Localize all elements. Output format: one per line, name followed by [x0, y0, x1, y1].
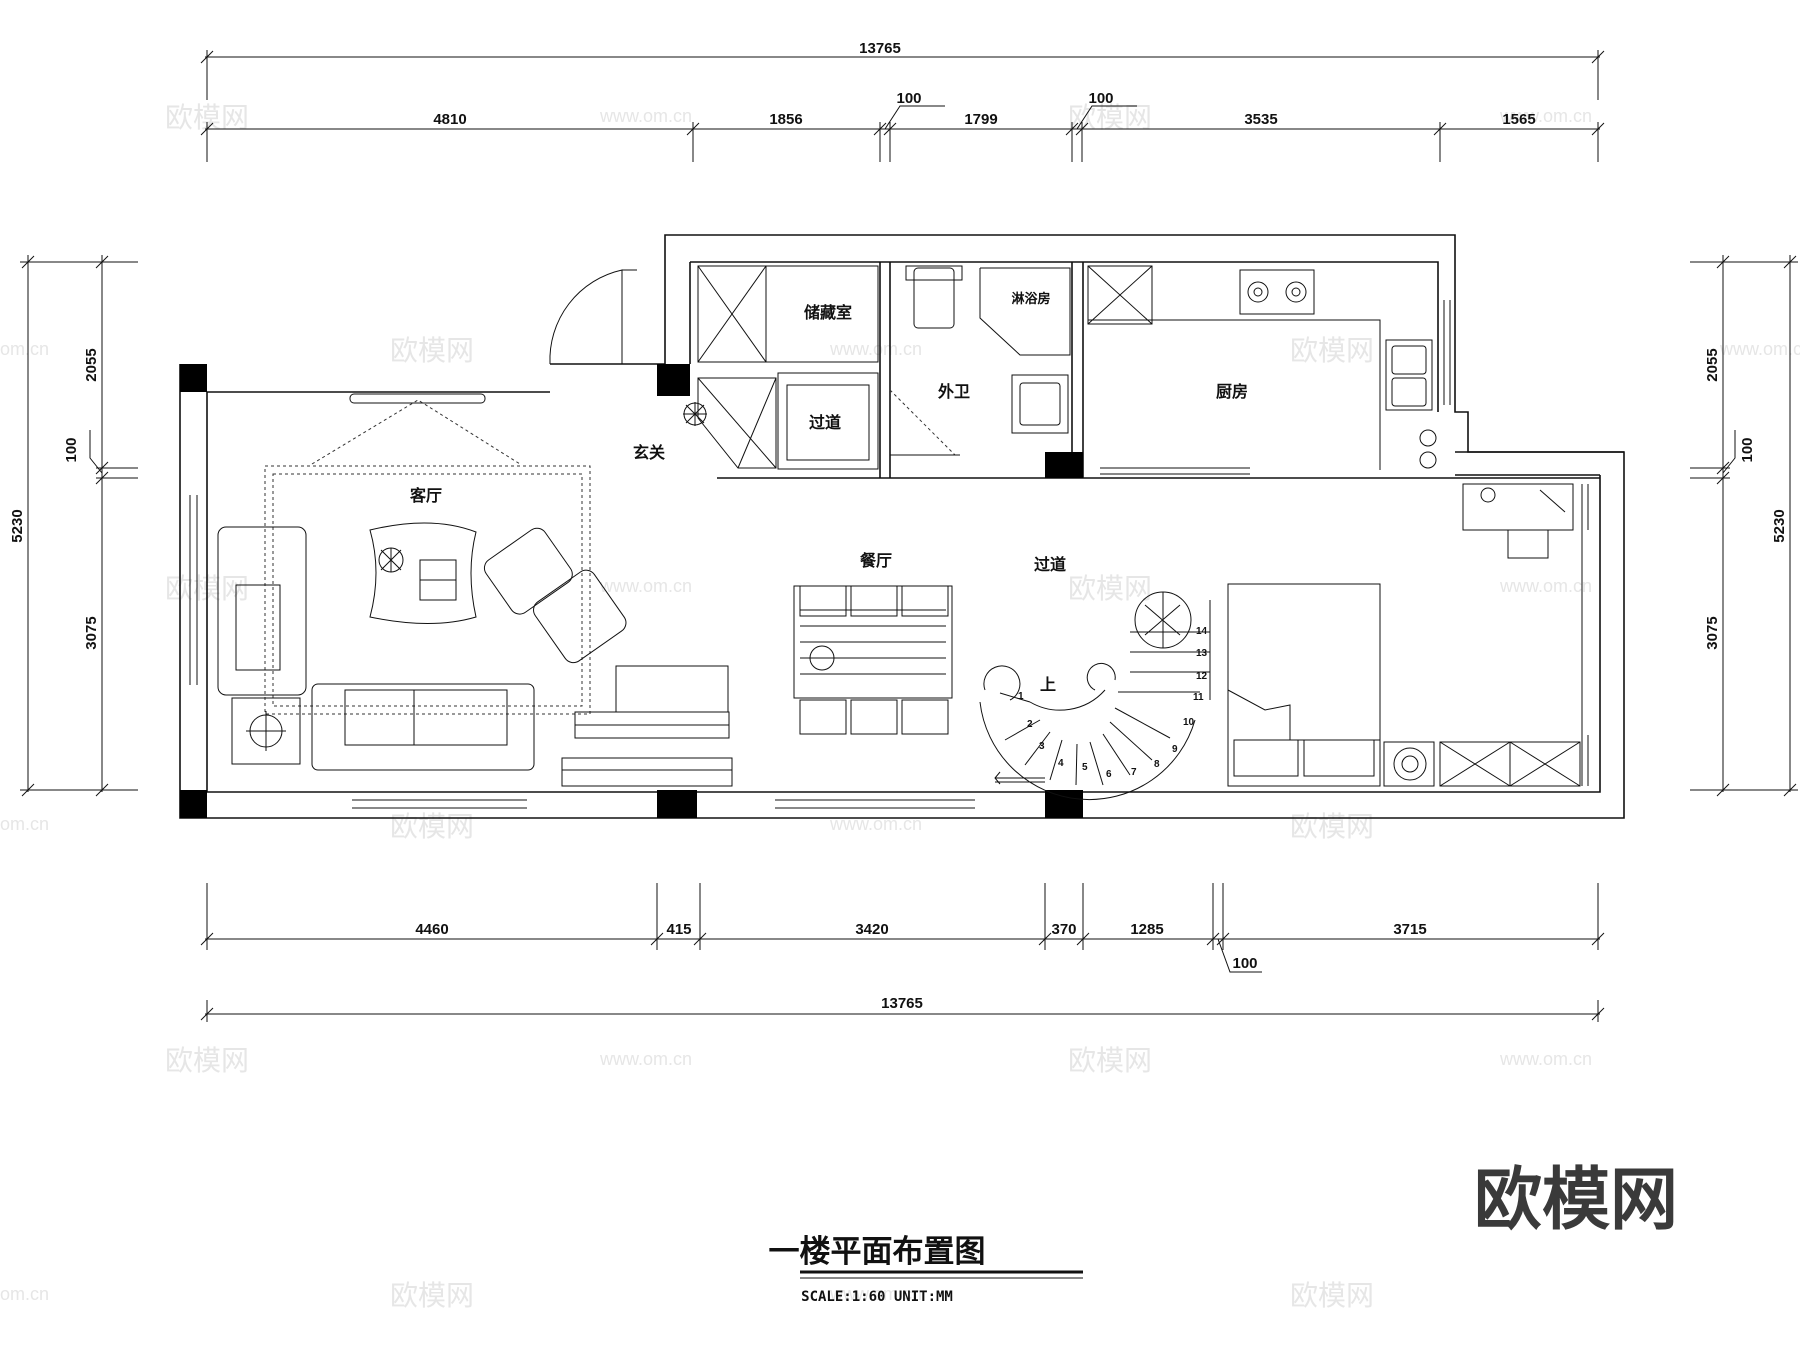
dim-top-total: 13765	[859, 40, 901, 57]
dim-left: 3075	[83, 616, 100, 649]
dim-top: 100	[896, 90, 921, 107]
room-label-corridor-lower: 过道	[1034, 555, 1066, 574]
left-dimensions	[20, 255, 138, 797]
watermark-url: www.om.cn	[829, 339, 922, 359]
room-label-dining: 餐厅	[859, 551, 892, 570]
stair-up-label: 上	[1040, 675, 1056, 694]
watermark: 欧模网	[1290, 810, 1374, 843]
stair-step: 3	[1039, 741, 1045, 752]
stair-step: 7	[1131, 767, 1137, 778]
dim-top: 1799	[964, 111, 997, 128]
scale-note: SCALE:1:60 UNIT:MM	[801, 1289, 953, 1305]
room-label-kitchen: 厨房	[1216, 382, 1248, 401]
living-room-furniture	[217, 393, 733, 787]
dim-top: 4810	[433, 111, 466, 128]
top-dimensions	[200, 50, 1605, 162]
watermark: 欧模网	[1290, 1279, 1374, 1312]
walls	[179, 234, 1625, 819]
dim-right: 100	[1739, 437, 1756, 462]
dim-bottom: 1285	[1130, 921, 1163, 938]
dim-bottom: 370	[1051, 921, 1076, 938]
stair-step: 13	[1196, 648, 1208, 659]
dim-top: 100	[1088, 90, 1113, 107]
dim-bottom: 3715	[1393, 921, 1426, 938]
dining-furniture	[793, 585, 953, 735]
watermark: 欧模网	[390, 810, 474, 843]
stair-step: 6	[1106, 769, 1112, 780]
watermark-layer: 欧模网 欧模网 欧模网 欧模网 欧模网 欧模网 欧模网 欧模网 欧模网 欧模网 …	[0, 101, 1800, 1312]
dim-top: 1856	[769, 111, 802, 128]
room-label-shower: 淋浴房	[1011, 291, 1050, 307]
room-label-living: 客厅	[410, 486, 442, 505]
dim-right: 2055	[1704, 348, 1721, 381]
watermark-url: www.om.cn	[829, 1284, 922, 1304]
stair-step: 8	[1154, 759, 1160, 770]
stair-step: 10	[1183, 717, 1195, 728]
upper-fixtures	[683, 265, 1437, 475]
watermark-url: www.om.cn	[599, 1049, 692, 1069]
watermark: 欧模网	[1068, 572, 1152, 605]
dim-bottom-total: 13765	[881, 995, 923, 1012]
stair-step: 5	[1082, 762, 1088, 773]
watermark-url: om.cn	[0, 814, 49, 834]
room-label-wc: 外卫	[937, 382, 970, 401]
stair-step: 1	[1018, 691, 1024, 702]
stair-step-labels: 1 2 3 4 5 6 7 8 9 10 11 12 13 14	[1018, 626, 1208, 780]
dim-bottom: 415	[666, 921, 691, 938]
dim-left: 2055	[83, 348, 100, 381]
watermark: 欧模网	[165, 1044, 249, 1077]
dim-bottom: 100	[1232, 955, 1257, 972]
dim-left: 100	[63, 437, 80, 462]
spiral-staircase	[979, 591, 1211, 800]
watermark-url: www.om.cn	[1499, 576, 1592, 596]
stair-step: 11	[1193, 692, 1204, 703]
watermark: 欧模网	[1068, 1044, 1152, 1077]
room-label-corridor-upper: 过道	[809, 413, 841, 432]
watermark-url: om.cn	[0, 1284, 49, 1304]
brand-watermark: 欧模网	[1474, 1161, 1678, 1240]
watermark: 欧模网	[1290, 334, 1374, 367]
room-label-storage: 储藏室	[803, 303, 852, 322]
watermark-url: www.om.cn	[829, 814, 922, 834]
watermark-url: www.om.cn	[1719, 339, 1800, 359]
watermark: 欧模网	[390, 334, 474, 367]
right-area-furniture	[1227, 483, 1589, 787]
dim-top: 3535	[1244, 111, 1277, 128]
stair-step: 9	[1172, 744, 1178, 755]
room-label-entrance: 玄关	[633, 443, 665, 462]
watermark-url: www.om.cn	[599, 106, 692, 126]
bottom-dimensions	[200, 883, 1605, 1022]
dim-bottom: 3420	[855, 921, 888, 938]
dim-top: 1565	[1502, 111, 1535, 128]
watermark-url: www.om.cn	[1499, 106, 1592, 126]
stair-step: 2	[1027, 719, 1033, 730]
watermark-url: www.om.cn	[1499, 1049, 1592, 1069]
right-dimensions	[1690, 255, 1798, 797]
drawing-title: 一楼平面布置图	[769, 1234, 986, 1270]
stair-step: 12	[1196, 671, 1208, 682]
stair-step: 14	[1196, 626, 1208, 637]
watermark: 欧模网	[390, 1279, 474, 1312]
dim-left-total: 5230	[9, 509, 26, 542]
watermark-url: www.om.cn	[599, 576, 692, 596]
dim-right-total: 5230	[1771, 509, 1788, 542]
stair-step: 4	[1058, 758, 1064, 769]
dim-right: 3075	[1704, 616, 1721, 649]
dim-bottom: 4460	[415, 921, 448, 938]
watermark-url: om.cn	[0, 339, 49, 359]
